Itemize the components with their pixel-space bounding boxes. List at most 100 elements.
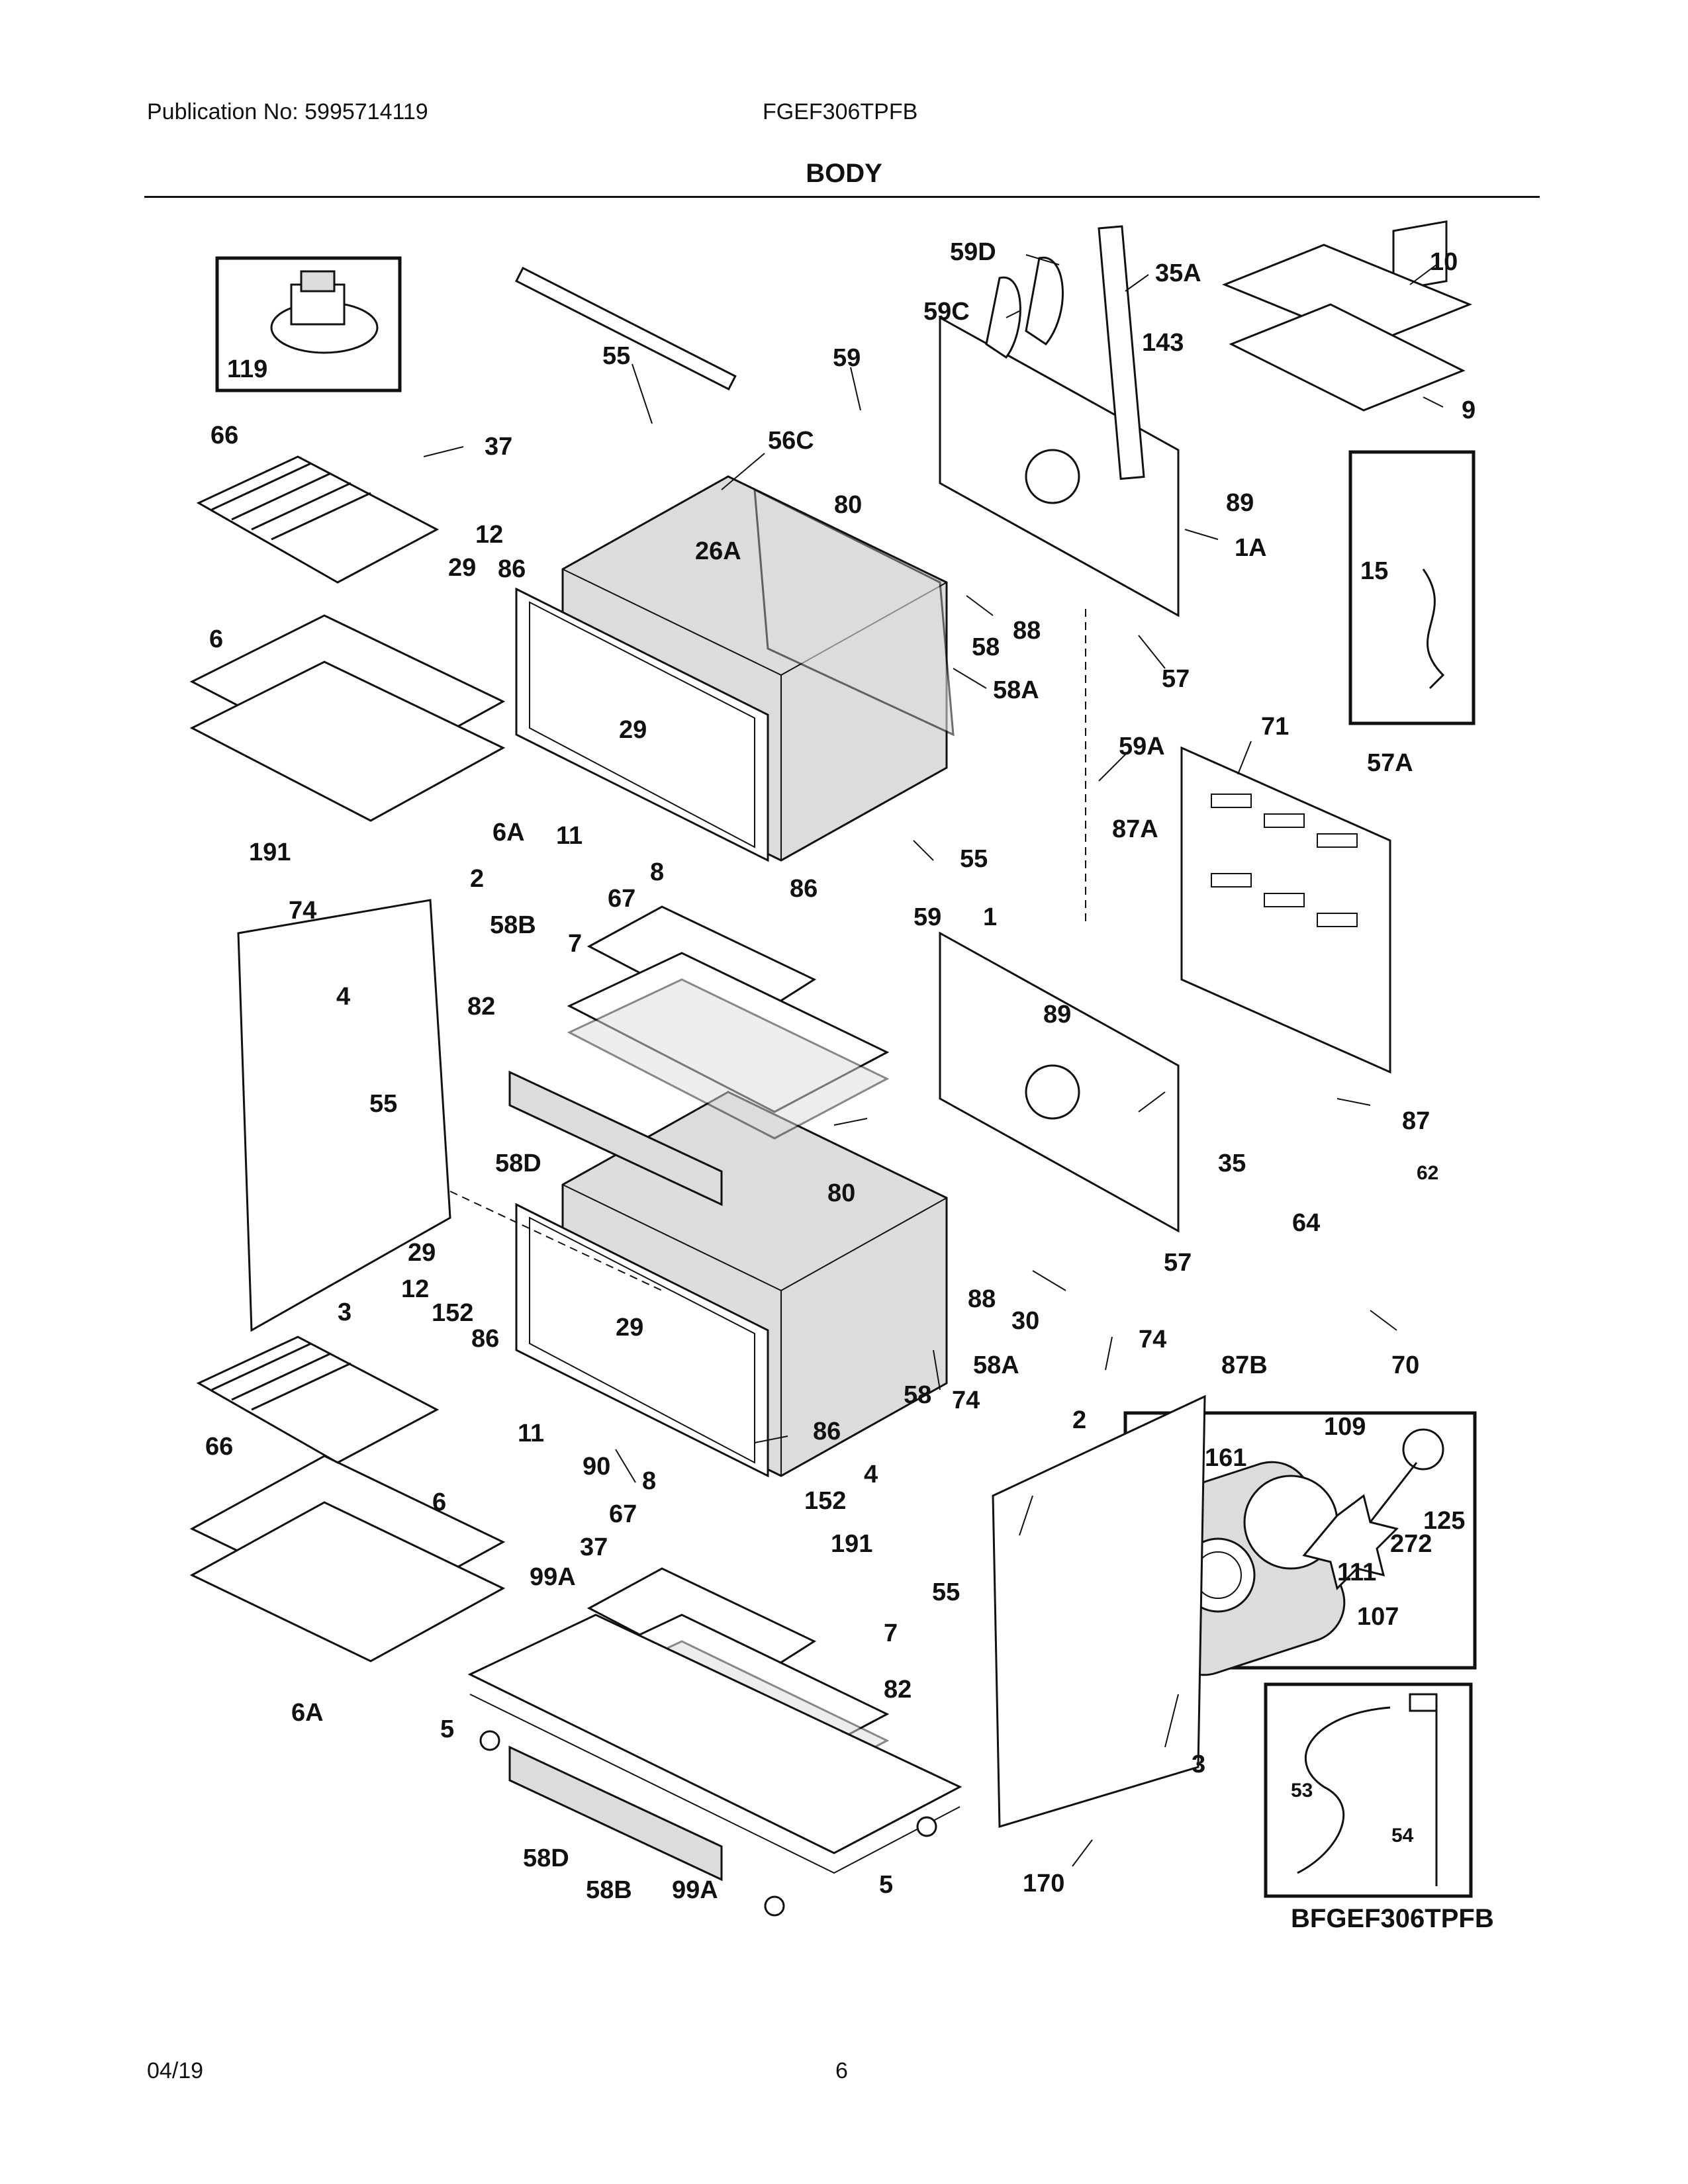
callout-59D: 59D <box>950 238 996 266</box>
callout-30: 30 <box>1011 1307 1039 1335</box>
callout-8b: 8 <box>642 1467 656 1495</box>
callout-74b: 74 <box>1139 1326 1166 1353</box>
callout-59A: 59A <box>1119 733 1165 760</box>
callout-15: 15 <box>1360 557 1388 585</box>
callout-26A: 26A <box>695 537 741 565</box>
callout-2b: 2 <box>1072 1406 1086 1434</box>
broiler-pan <box>1222 244 1472 412</box>
callout-1: 1 <box>983 903 997 931</box>
callout-55b: 55 <box>960 845 988 873</box>
callout-55c: 55 <box>369 1090 397 1118</box>
callout-59: 59 <box>833 344 861 372</box>
callout-70: 70 <box>1391 1351 1419 1379</box>
side-panels <box>237 746 1391 1829</box>
callout-12b: 12 <box>401 1275 429 1303</box>
callout-5: 5 <box>440 1715 454 1743</box>
callout-89b: 89 <box>1043 1001 1071 1028</box>
callout-58B: 58B <box>490 911 536 939</box>
diagram-code: BFGEF306TPFB <box>1291 1904 1494 1933</box>
callout-8: 8 <box>650 858 664 886</box>
callout-191: 191 <box>249 839 291 866</box>
callout-88: 88 <box>1013 617 1041 645</box>
callout-labels: 119 66 37 12 29 86 6 6A 11 55 56C 26A 29… <box>205 238 1476 1904</box>
callout-3: 3 <box>338 1298 352 1326</box>
callout-56C: 56C <box>768 427 814 455</box>
callout-11: 11 <box>556 822 583 850</box>
callout-58D: 58D <box>495 1150 541 1177</box>
model-number: FGEF306TPFB <box>763 99 918 124</box>
dashed-guides <box>449 609 1086 1291</box>
callout-2: 2 <box>470 865 484 893</box>
callout-125: 125 <box>1423 1507 1465 1535</box>
callout-58b: 58 <box>904 1381 931 1409</box>
callout-57A: 57A <box>1367 749 1413 777</box>
lower-oven-cavity <box>515 1091 948 1478</box>
callout-5b: 5 <box>879 1871 893 1899</box>
callout-6b: 6 <box>432 1488 446 1516</box>
callout-7b: 7 <box>884 1619 898 1647</box>
callout-29c: 29 <box>408 1239 436 1267</box>
callout-86d: 86 <box>813 1418 841 1445</box>
callout-82: 82 <box>467 993 495 1021</box>
header-rule <box>144 196 1540 198</box>
callout-6A-b: 6A <box>291 1699 324 1727</box>
callout-4: 4 <box>336 983 350 1011</box>
callout-62: 62 <box>1417 1162 1438 1184</box>
callout-109: 109 <box>1324 1413 1366 1441</box>
callout-107: 107 <box>1357 1603 1399 1631</box>
section-title: BODY <box>806 159 882 188</box>
callout-58B-b: 58B <box>586 1876 632 1904</box>
heating-elements <box>196 455 817 1689</box>
callout-86: 86 <box>498 555 526 583</box>
callout-170: 170 <box>1023 1870 1064 1897</box>
callout-66b: 66 <box>205 1433 233 1461</box>
callout-59b: 59 <box>914 903 941 931</box>
leader-lines <box>423 254 1444 1867</box>
callout-67: 67 <box>608 885 635 913</box>
callout-87: 87 <box>1402 1107 1430 1135</box>
back-panels <box>939 225 1180 1233</box>
footer-date: 04/19 <box>147 2058 204 2083</box>
callout-191b: 191 <box>831 1530 872 1558</box>
callout-6A: 6A <box>492 819 525 846</box>
callout-12: 12 <box>475 521 503 549</box>
callout-3b: 3 <box>1192 1751 1205 1778</box>
callout-59C: 59C <box>923 298 970 326</box>
callout-272: 272 <box>1390 1530 1432 1558</box>
oven-racks <box>189 614 506 1662</box>
callout-57: 57 <box>1162 665 1190 693</box>
callout-90: 90 <box>583 1453 610 1480</box>
callout-37b: 37 <box>580 1533 608 1561</box>
bottom-frame <box>467 1614 962 1917</box>
callout-71: 71 <box>1261 713 1289 741</box>
callout-10: 10 <box>1430 248 1458 276</box>
callout-80: 80 <box>834 491 862 519</box>
callout-29: 29 <box>448 554 476 582</box>
callout-143: 143 <box>1142 329 1184 357</box>
callout-1A: 1A <box>1235 534 1267 562</box>
callout-58D-b: 58D <box>523 1844 569 1872</box>
callout-74: 74 <box>289 897 316 925</box>
callout-29d: 29 <box>616 1314 643 1342</box>
inset-box-119 <box>215 256 402 392</box>
callout-11b: 11 <box>518 1420 544 1447</box>
callout-86b: 86 <box>790 875 818 903</box>
inset-box-15 <box>1348 220 1476 725</box>
callout-152b: 152 <box>804 1487 846 1515</box>
callout-35: 35 <box>1218 1150 1246 1177</box>
callout-111: 111 <box>1337 1559 1376 1586</box>
side-rails <box>508 1070 723 1882</box>
callout-119: 119 <box>227 355 267 383</box>
callout-7: 7 <box>568 930 582 958</box>
rear-cover-vents <box>1211 794 1358 927</box>
callout-86c: 86 <box>471 1325 499 1353</box>
callout-55: 55 <box>602 342 630 370</box>
callout-88b: 88 <box>968 1285 996 1313</box>
page-number: 6 <box>835 2058 848 2083</box>
callout-58A-b: 58A <box>973 1351 1019 1379</box>
publication-number: Publication No: 5995714119 <box>147 99 428 124</box>
callout-67b: 67 <box>609 1500 637 1528</box>
callout-74c: 74 <box>952 1387 980 1414</box>
callout-57b: 57 <box>1164 1249 1192 1277</box>
